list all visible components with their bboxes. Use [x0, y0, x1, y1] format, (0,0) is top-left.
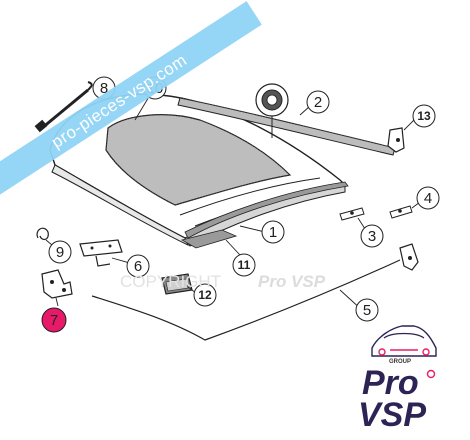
windshield-seal-part-2 [177, 97, 396, 156]
insulation-pad-part-10 [105, 114, 292, 206]
callout-8-label: 8 [100, 80, 108, 97]
callout-3-label: 3 [368, 228, 376, 245]
logo-word-top: Pro [362, 364, 419, 402]
callout-11: 11 [232, 253, 256, 277]
striker-part-7 [41, 269, 73, 299]
callout-9-label: 9 [56, 244, 64, 261]
copyright-text: COPYRIGHT [120, 272, 221, 291]
callout-1: 1 [261, 220, 285, 244]
callout-12-label: 12 [198, 288, 212, 302]
logo-group-label: GROUP [389, 359, 411, 365]
callout-5-label: 5 [363, 302, 371, 319]
hinge-part-4 [389, 205, 413, 219]
spring-clip-part-9 [36, 227, 49, 241]
copyright-watermark: COPYRIGHT Pro VSP [120, 272, 326, 291]
callout-6-label: 6 [134, 258, 142, 275]
hinge-part-3 [339, 207, 365, 221]
callout-11-label: 11 [238, 258, 251, 272]
brand-logo: GROUP Pro VSP [358, 325, 437, 434]
callout-13-label: 13 [417, 109, 431, 123]
release-cable-part-5 [91, 243, 419, 341]
callout-12: 12 [193, 283, 217, 307]
callout-13: 13 [412, 104, 436, 128]
callout-6: 6 [126, 254, 150, 278]
bracket-part-13 [387, 127, 405, 153]
callout-2-label: 2 [314, 94, 322, 111]
callout-3: 3 [360, 224, 384, 248]
callout-7-label: 7 [50, 312, 58, 329]
callout-4-label: 4 [424, 190, 432, 207]
callout-7: 7 [41, 307, 67, 333]
callout-5: 5 [355, 298, 379, 322]
callout-4: 4 [416, 186, 440, 210]
logo-word-bottom: VSP [358, 396, 426, 434]
seal-roll-icon [255, 83, 289, 138]
latch-plate-part-6 [79, 239, 123, 267]
car-icon [371, 325, 437, 357]
hood-seal-part-11 [180, 181, 349, 249]
prop-rod-part-8 [34, 81, 93, 133]
callout-1-label: 1 [269, 224, 277, 241]
callout-2: 2 [306, 90, 330, 114]
copyright-brand: Pro VSP [258, 272, 326, 291]
callout-9: 9 [48, 240, 72, 264]
